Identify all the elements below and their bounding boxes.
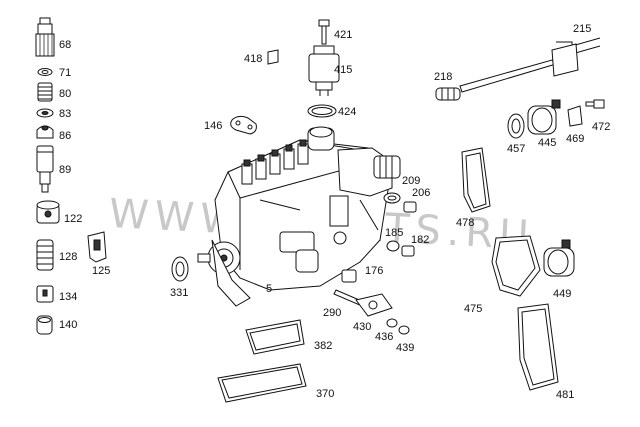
label-89: 89: [59, 164, 71, 176]
label-421: 421: [334, 29, 352, 41]
label-134: 134: [59, 291, 77, 303]
label-215: 215: [573, 23, 591, 35]
label-146: 146: [204, 120, 222, 132]
part-134-sleeve[interactable]: [36, 285, 54, 303]
label-140: 140: [59, 319, 77, 331]
label-182: 182: [411, 234, 429, 246]
label-472: 472: [592, 121, 610, 133]
part-478-gasket[interactable]: [461, 147, 491, 213]
part-83-disc[interactable]: [36, 108, 54, 118]
part-122-roller-tappet[interactable]: [36, 200, 60, 224]
label-469: 469: [566, 133, 584, 145]
part-140-bush[interactable]: [36, 315, 53, 335]
part-418-block[interactable]: [267, 49, 279, 65]
part-481-gasket[interactable]: [517, 303, 559, 391]
label-86: 86: [59, 130, 71, 142]
part-415-solenoid[interactable]: [308, 45, 340, 96]
part-176-screw[interactable]: [341, 269, 357, 283]
part-68-splined-shaft[interactable]: [35, 17, 55, 57]
part-218-control-rod[interactable]: [435, 43, 579, 101]
label-415: 415: [334, 64, 352, 76]
label-445: 445: [538, 137, 556, 149]
label-83: 83: [59, 108, 71, 120]
part-424-o-ring[interactable]: [307, 104, 337, 118]
label-176: 176: [365, 265, 383, 277]
label-449: 449: [553, 288, 571, 300]
label-290: 290: [323, 307, 341, 319]
label-418: 418: [244, 53, 262, 65]
label-68: 68: [59, 39, 71, 51]
label-478: 478: [456, 217, 474, 229]
label-475: 475: [464, 303, 482, 315]
part-71-washer[interactable]: [37, 68, 53, 76]
part-449-actuator[interactable]: [543, 239, 575, 277]
part-421-bolt[interactable]: [318, 19, 330, 45]
label-481: 481: [556, 389, 574, 401]
part-182-plug[interactable]: [401, 245, 415, 257]
part-209-plug[interactable]: [383, 192, 401, 204]
part-382-gasket[interactable]: [245, 319, 305, 355]
part-469-bracket[interactable]: [567, 105, 583, 127]
part-125-bracket[interactable]: [87, 231, 107, 263]
label-122: 122: [64, 213, 82, 225]
label-370: 370: [316, 388, 334, 400]
part-128-spring[interactable]: [36, 239, 54, 271]
part-5-injection-pump-body[interactable]: [197, 126, 401, 307]
part-89-plunger-barrel[interactable]: [36, 145, 54, 193]
part-439-nut[interactable]: [398, 325, 410, 335]
label-430: 430: [353, 321, 371, 333]
label-80: 80: [59, 88, 71, 100]
label-185: 185: [385, 227, 403, 239]
label-209: 209: [402, 175, 420, 187]
label-439: 439: [396, 342, 414, 354]
part-457-o-ring[interactable]: [507, 113, 525, 139]
part-370-gasket[interactable]: [217, 363, 307, 403]
part-430-flange[interactable]: [355, 293, 393, 317]
part-436-washer[interactable]: [386, 318, 398, 328]
label-125: 125: [92, 265, 110, 277]
label-5: 5: [266, 283, 272, 295]
part-206-washer[interactable]: [403, 201, 417, 213]
part-331-seal-ring[interactable]: [171, 256, 189, 282]
part-80-spring[interactable]: [37, 82, 53, 102]
label-457: 457: [507, 143, 525, 155]
part-475-cover[interactable]: [491, 235, 541, 297]
label-71: 71: [59, 67, 71, 79]
part-445-actuator[interactable]: [527, 99, 561, 135]
label-382: 382: [314, 340, 332, 352]
part-185-seal[interactable]: [386, 240, 400, 252]
label-218: 218: [434, 71, 452, 83]
label-436: 436: [375, 331, 393, 343]
label-331: 331: [170, 287, 188, 299]
label-424: 424: [338, 106, 356, 118]
part-86-cap[interactable]: [36, 125, 54, 139]
label-206: 206: [412, 187, 430, 199]
label-128: 128: [59, 251, 77, 263]
part-472-screw[interactable]: [585, 99, 605, 109]
part-146-gasket[interactable]: [230, 115, 257, 135]
